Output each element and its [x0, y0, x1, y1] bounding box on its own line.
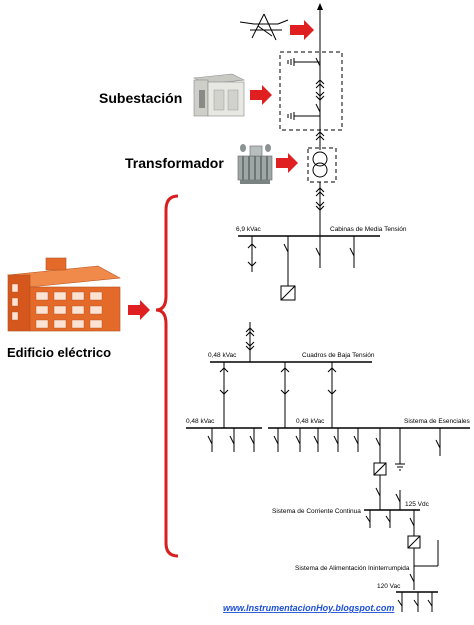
substation-building-icon [192, 73, 246, 117]
building-label: Edificio eléctrico [7, 345, 111, 360]
lv-voltage-label: 0,48 kVac [208, 352, 237, 359]
mv-transformer-box [280, 285, 296, 301]
arrow-substation [250, 85, 272, 105]
arrow-transformer [276, 153, 298, 173]
power-tower-icon [239, 13, 289, 41]
transformer-icon [237, 144, 273, 184]
arrow-building [128, 300, 150, 320]
ups-voltage-label: 120 Vac [377, 583, 401, 590]
building-brace [155, 194, 179, 558]
ups-system-label: Sistema de Alimentación Ininterrumpida [295, 565, 410, 572]
transformer-label: Transformador [125, 155, 224, 171]
lv-left-voltage-label: 0,48 kVac [186, 418, 215, 425]
footer-url-link[interactable]: www.InstrumentacionHoy.blogspot.com [223, 603, 394, 613]
arrow-tower [290, 20, 314, 40]
essentials-label: Sistema de Esenciales [404, 418, 471, 425]
mv-bus-label: Cabinas de Media Tensión [330, 226, 407, 233]
lv-bus-label: Cuadros de Baja Tensión [302, 352, 375, 359]
mv-voltage-label: 6,9 kVac [236, 226, 262, 233]
substation-box [279, 51, 343, 131]
lv-mid-voltage-label: 0,48 kVac [296, 418, 325, 425]
up-arrow-icon [317, 3, 323, 10]
dc-system-label: Sistema de Corriente Continua [272, 508, 361, 515]
building-icon [7, 257, 121, 332]
transformer-box [307, 147, 337, 183]
dc-voltage-label: 125 Vdc [405, 501, 430, 508]
substation-label: Subestación [99, 90, 182, 106]
